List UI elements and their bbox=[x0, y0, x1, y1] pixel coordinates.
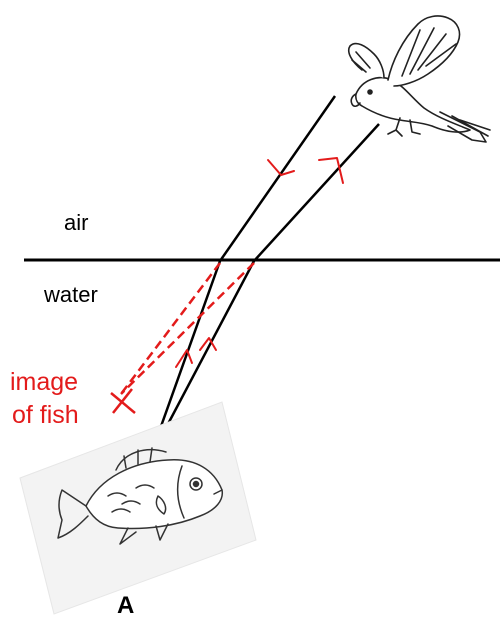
figure-letter: A bbox=[117, 592, 134, 620]
water-label: water bbox=[44, 282, 98, 308]
bird-icon bbox=[349, 16, 490, 142]
image-label-line-2: of fish bbox=[12, 401, 79, 430]
arrow-ray-2-air bbox=[319, 158, 343, 183]
fish-icon bbox=[20, 402, 256, 614]
virtual-ray-1 bbox=[121, 263, 220, 394]
ray-2-air bbox=[254, 124, 379, 261]
image-label-line-1: image bbox=[10, 368, 78, 397]
virtual-ray-2 bbox=[121, 263, 254, 394]
air-label: air bbox=[64, 210, 88, 236]
